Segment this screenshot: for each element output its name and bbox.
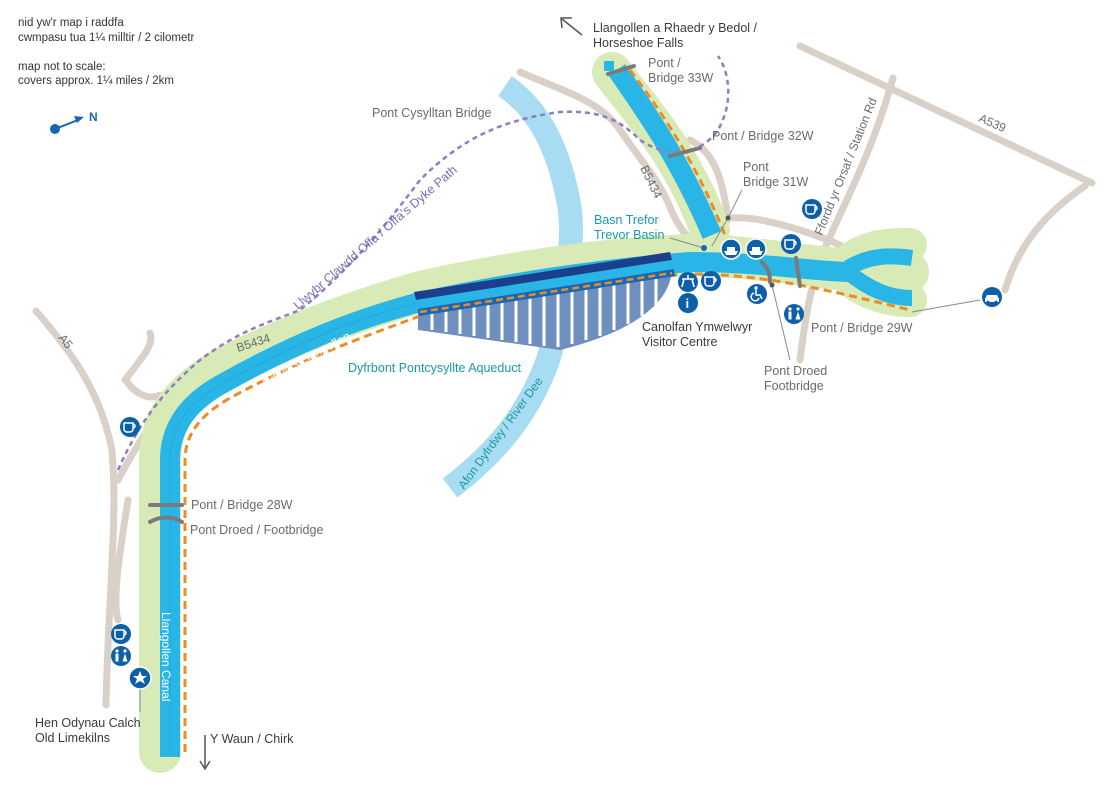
label-bridge-28w: Pont / Bridge 28W: [191, 498, 293, 512]
car-park-icon: [982, 287, 1002, 307]
north-arrow: N: [50, 110, 98, 134]
bridges: [148, 64, 802, 524]
info-icon: i: [678, 293, 698, 313]
road-a539-branch: [1001, 182, 1089, 294]
bridge-33w: [606, 64, 636, 76]
bridge-29w: [794, 256, 802, 288]
offas-dyke-path: [116, 55, 730, 471]
canal-north-branch: [608, 64, 722, 239]
cafe-icon: [781, 234, 801, 254]
road-station: [796, 74, 897, 364]
road-b5434-west-spur: [112, 496, 132, 624]
label-bridge-31w: Pont Bridge 31W: [743, 160, 809, 189]
accessible-icon: [747, 284, 767, 304]
label-limekilns: Hen Odynau Calch Old Limekilns: [35, 716, 141, 745]
star-icon: [128, 666, 152, 690]
aqueduct: [414, 252, 675, 350]
note-scale-english: map not to scale:: [18, 61, 106, 73]
label-trevor-basin: Basn Trefor Trevor Basin: [594, 213, 665, 242]
picnic-icon: [678, 272, 698, 292]
road-basin-east: [686, 136, 732, 224]
note-scale-welsh: nid yw'r map i raddfa: [18, 17, 124, 29]
road-a5: [32, 307, 118, 709]
label-bridge-33w: Pont / Bridge 33W: [648, 56, 714, 85]
cafe-icon: [111, 624, 131, 644]
cafe-icon: [120, 417, 140, 437]
label-bridge-32w: Pont / Bridge 32W: [712, 129, 814, 143]
label-footbridge-east: Pont Droed Footbridge: [764, 364, 828, 393]
toilets-icon: [784, 304, 804, 324]
note-coverage-welsh: cwmpasu tua 1¼ milltir / 2 cilometr: [18, 32, 195, 44]
toilets-icon: [111, 646, 131, 666]
facility-icons: i: [111, 199, 1002, 690]
road-a539: [796, 42, 1096, 187]
aqueduct-deck-water: [416, 260, 674, 309]
canal-east-upper: [843, 248, 914, 276]
label-visitor-centre: Canolfan Ymwelwyr Visitor Centre: [642, 320, 753, 349]
north-label: N: [89, 110, 98, 124]
label-aqueduct: Dyfrbont Pontcysyllte Aqueduct: [348, 361, 522, 375]
label-bridge-29w: Pont / Bridge 29W: [811, 321, 913, 335]
cafe-icon: [701, 271, 721, 291]
canal-east-lower: [842, 265, 913, 306]
road-b5434-west-loop: [121, 329, 164, 401]
footbridge-west: [148, 515, 184, 524]
label-chirk: Y Waun / Chirk: [210, 732, 294, 746]
label-footbridge-west: Pont Droed / Footbridge: [190, 523, 324, 537]
label-canal-south: Llangollen Canal: [159, 612, 173, 701]
arrow-horseshoe-falls: [561, 18, 583, 36]
bridge-32w: [668, 146, 702, 158]
boat-icon: [745, 238, 767, 260]
road-basin-link: [708, 214, 854, 254]
label-river: Afon Dyfrdwy / River Dee: [455, 374, 546, 491]
label-horseshoe-falls: Llangollen a Rhaedr y Bedol / Horseshoe …: [593, 21, 758, 50]
svg-text:i: i: [686, 296, 690, 311]
label-station-rd: Ffordd yr Orsaf / Station Rd: [812, 96, 880, 237]
footbridge-east: [760, 260, 772, 284]
cafe-icon: [802, 199, 822, 219]
direction-arrows: [199, 17, 583, 771]
aqueduct-deck-top: [414, 252, 672, 300]
note-coverage-english: covers approx. 1¼ miles / 2km: [18, 75, 174, 87]
boat-icon: [720, 238, 742, 260]
label-cysylltau-bridge: Pont Cysylltan Bridge: [372, 106, 492, 120]
leader-lines: [139, 189, 981, 712]
